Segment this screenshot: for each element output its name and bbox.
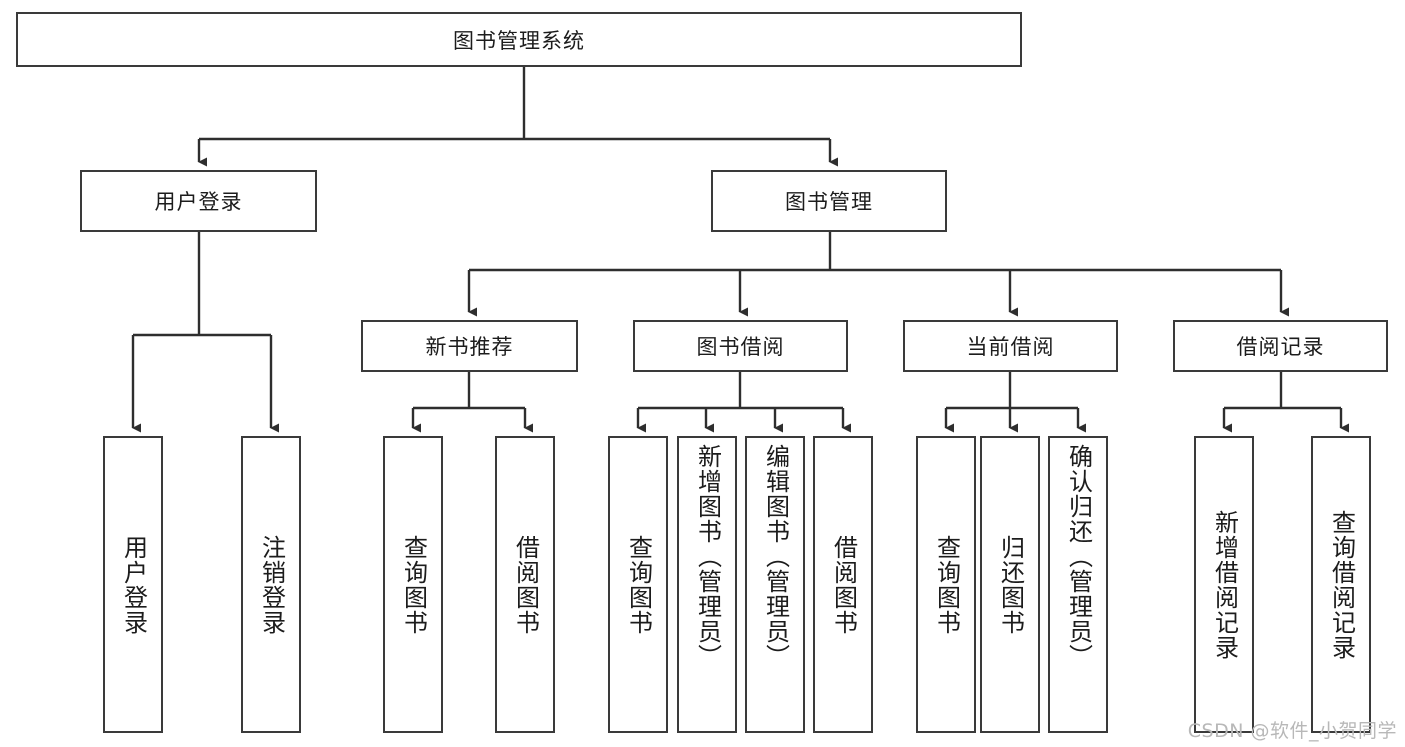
node-label: 新增借阅记录 (1210, 509, 1239, 660)
node-label: 用户登录 (119, 534, 148, 635)
node-leaf-query-borrow-record[interactable]: 查询借阅记录 (1311, 436, 1371, 733)
node-label: 查询图书 (624, 534, 653, 635)
node-label: 图书管理 (785, 190, 873, 214)
node-label: 图书借阅 (696, 335, 785, 359)
node-borrow-record[interactable]: 借阅记录 (1173, 320, 1388, 372)
node-user-login[interactable]: 用户登录 (80, 170, 317, 232)
csdn-watermark: CSDN @软件_小贺同学 (1187, 720, 1397, 742)
node-label: 查询图书 (932, 534, 961, 635)
node-label: 用户登录 (154, 190, 243, 214)
node-new-book-recommend[interactable]: 新书推荐 (361, 320, 578, 372)
node-leaf-borrow-book-recommend[interactable]: 借阅图书 (495, 436, 555, 733)
node-label: 借阅图书 (829, 534, 858, 635)
node-label: 借阅图书 (511, 534, 540, 635)
node-leaf-user-login[interactable]: 用户登录 (103, 436, 163, 733)
node-current-borrow[interactable]: 当前借阅 (903, 320, 1118, 372)
node-label: 借阅记录 (1236, 335, 1325, 359)
node-leaf-add-book-admin[interactable]: 新增图书（管理员） (677, 436, 737, 733)
node-leaf-confirm-return-admin[interactable]: 确认归还（管理员） (1048, 436, 1108, 733)
node-label: 查询图书 (399, 534, 428, 635)
node-leaf-edit-book-admin[interactable]: 编辑图书（管理员） (745, 436, 805, 733)
node-label: 归还图书 (996, 534, 1025, 635)
node-label: 查询借阅记录 (1327, 509, 1356, 660)
node-label: 新增图书（管理员） (693, 444, 722, 669)
node-label: 确认归还（管理员） (1064, 444, 1093, 669)
node-label: 新书推荐 (425, 335, 514, 359)
node-root-book-management-system[interactable]: 图书管理系统 (16, 12, 1022, 67)
node-book-borrow[interactable]: 图书借阅 (633, 320, 848, 372)
node-book-management[interactable]: 图书管理 (711, 170, 947, 232)
node-leaf-query-book-borrow[interactable]: 查询图书 (608, 436, 668, 733)
node-label: 当前借阅 (966, 335, 1055, 359)
node-leaf-return-book[interactable]: 归还图书 (980, 436, 1040, 733)
node-label: 图书管理系统 (453, 28, 585, 53)
node-leaf-query-book-recommend[interactable]: 查询图书 (383, 436, 443, 733)
node-label: 注销登录 (257, 534, 286, 635)
node-leaf-query-book-current[interactable]: 查询图书 (916, 436, 976, 733)
node-leaf-logout[interactable]: 注销登录 (241, 436, 301, 733)
node-leaf-borrow-book[interactable]: 借阅图书 (813, 436, 873, 733)
node-label: 编辑图书（管理员） (761, 444, 790, 669)
node-leaf-add-borrow-record[interactable]: 新增借阅记录 (1194, 436, 1254, 733)
